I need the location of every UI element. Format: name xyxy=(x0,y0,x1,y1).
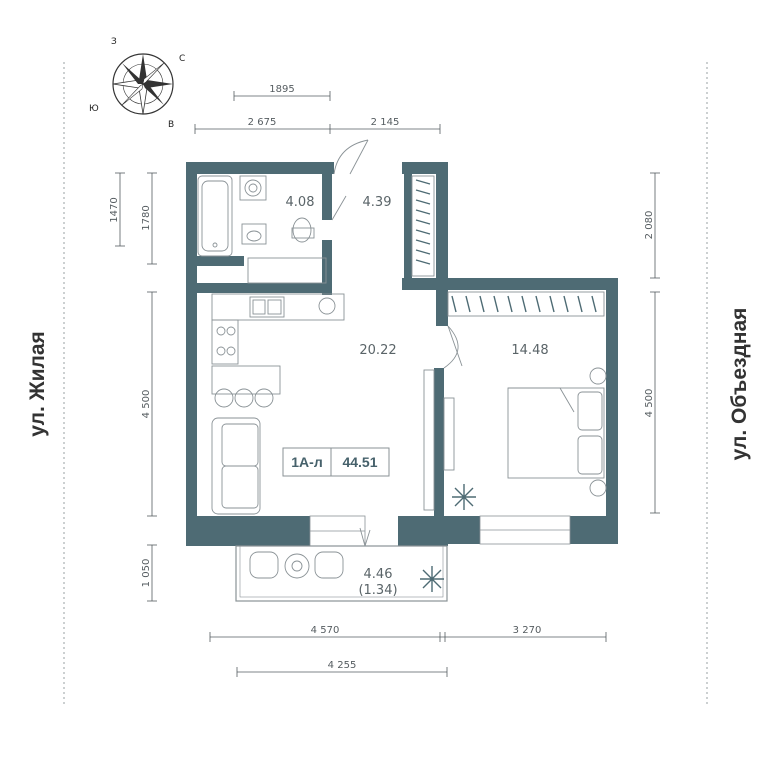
street-left-label: ул. Жилая xyxy=(26,331,49,437)
balcony xyxy=(235,545,448,602)
closet-hatch xyxy=(415,179,597,313)
doors xyxy=(331,139,463,547)
compass-west-label: З xyxy=(111,37,117,47)
dim-right-main: 4 500 xyxy=(644,389,655,418)
compass-south-label: Ю xyxy=(89,104,99,114)
furniture xyxy=(197,175,607,579)
windows xyxy=(309,515,571,547)
dim-left-2: 1780 xyxy=(141,205,152,230)
apartment-badge: 1А-л 44.51 xyxy=(282,447,390,477)
dim-bottom-left: 4 570 xyxy=(311,625,340,636)
compass-east-label: В xyxy=(168,120,174,130)
room-area-balcony-reduced: (1.34) xyxy=(358,583,397,598)
dim-bottom-balcony: 4 255 xyxy=(328,660,357,671)
room-area-hall: 4.39 xyxy=(363,195,392,210)
dim-left-1: 1470 xyxy=(109,197,120,222)
dim-right-1: 2 080 xyxy=(644,211,655,240)
dim-top-inner: 1895 xyxy=(269,84,294,95)
dim-bottom-right: 3 270 xyxy=(513,625,542,636)
dim-left-main: 4 500 xyxy=(141,390,152,419)
compass-north-label: С xyxy=(179,54,185,64)
dim-left-balcony: 1 050 xyxy=(141,559,152,588)
dim-top-left: 2 675 xyxy=(248,117,277,128)
walls xyxy=(186,162,618,546)
apartment-type: 1А-л xyxy=(291,454,322,470)
room-area-balcony: 4.46 xyxy=(364,567,393,582)
dim-top-right: 2 145 xyxy=(371,117,400,128)
plant-icon xyxy=(420,484,476,592)
room-area-kitchen-living: 20.22 xyxy=(359,343,396,358)
street-right-label: ул. Объездная xyxy=(728,308,751,461)
compass-rose: З С Ю В xyxy=(89,37,185,130)
room-area-bathroom: 4.08 xyxy=(286,195,315,210)
room-area-bedroom: 14.48 xyxy=(511,343,548,358)
dimension-lines xyxy=(115,91,660,677)
apartment-total-area: 44.51 xyxy=(342,454,377,470)
